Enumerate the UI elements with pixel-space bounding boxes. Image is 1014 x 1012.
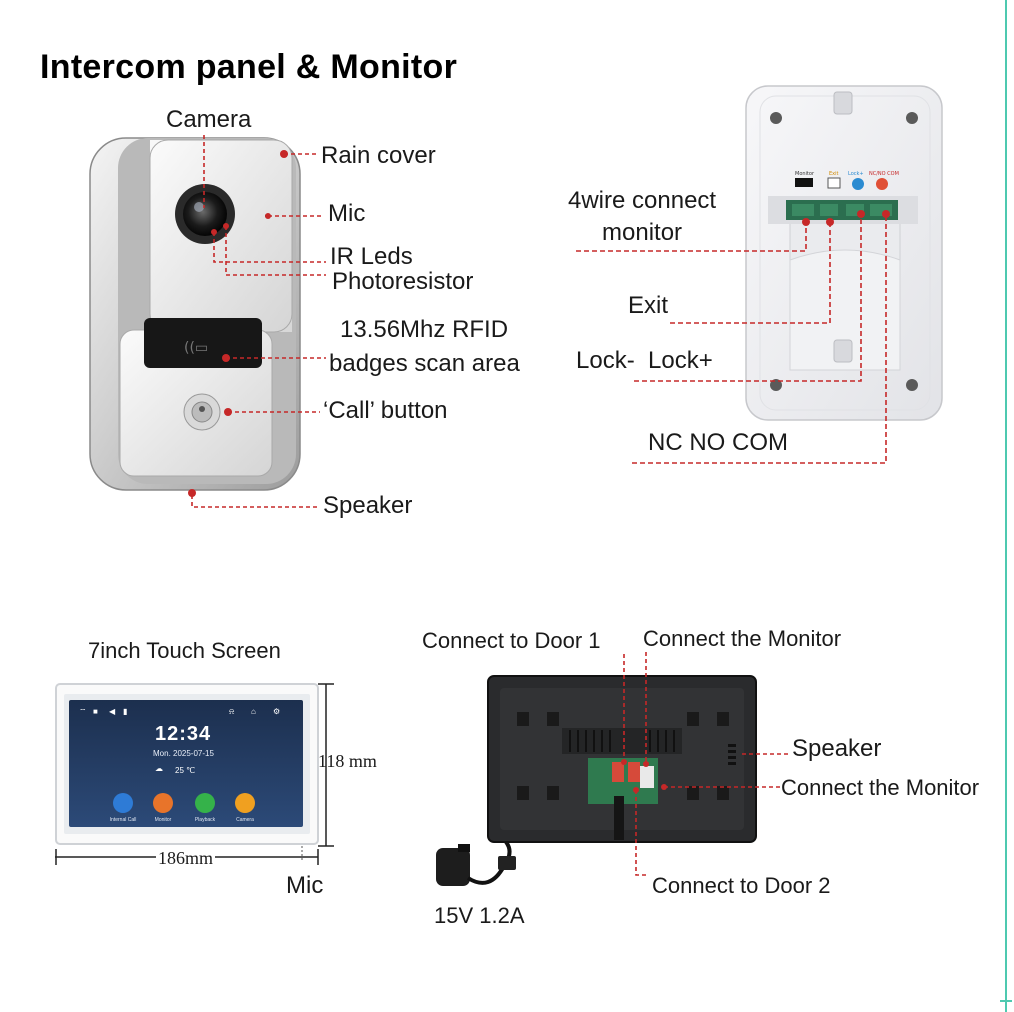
playback-app-icon[interactable] <box>195 793 215 813</box>
ir-leds-label: IR Leds <box>330 243 413 270</box>
lock-label: Lock- Lock+ <box>576 347 713 374</box>
volume-icon: ◀ <box>109 707 116 716</box>
app-label-camera: Camera <box>236 817 254 823</box>
bell-icon[interactable]: ⍾ <box>229 707 235 716</box>
connect-monitor-top-label: Connect the Monitor <box>643 626 842 651</box>
back-terminal-labels: Monitor Exit Lock+ NC/NO COM <box>795 171 899 177</box>
monitor-app-icon[interactable] <box>153 793 173 813</box>
svg-text:((▭: ((▭ <box>184 340 208 356</box>
card-icon: ▮ <box>123 707 128 716</box>
panel-leader-lines <box>191 135 326 508</box>
app-label-monitor: Monitor <box>154 817 172 823</box>
home-icon[interactable]: ⌂ <box>251 707 256 716</box>
terminal-exit-label: Exit <box>829 171 839 177</box>
mic-label: Mic <box>328 200 366 227</box>
back-leader-lines <box>576 214 887 464</box>
connect-monitor-label-line1: 4wire connect <box>568 187 717 214</box>
wifi-icon: ⌔ <box>79 707 87 716</box>
app-label-internal-call: Internal Call <box>109 817 137 823</box>
back-leader-dots <box>802 210 890 226</box>
rfid-label-line1: 13.56Mhz RFID <box>340 316 509 343</box>
power-adapter-icon <box>436 840 516 886</box>
status-square-icon: ■ <box>93 707 98 716</box>
rain-cover-label: Rain cover <box>321 142 436 169</box>
terminal-monitor-label: Monitor <box>795 171 815 177</box>
power-rating-label: 15V 1.2A <box>434 903 525 928</box>
connect-door2-label: Connect to Door 2 <box>652 873 831 898</box>
rfid-label-line2: badges scan area <box>329 350 520 377</box>
accent-dash <box>1000 1000 1012 1002</box>
width-dimension-label: 186mm <box>156 848 216 869</box>
screen-temperature: 25 ℃ <box>175 766 196 775</box>
connect-monitor-right-label: Connect the Monitor <box>781 775 980 800</box>
height-dimension-label: 118 mm <box>318 751 377 771</box>
page-title: Intercom panel & Monitor <box>40 48 458 86</box>
terminal-lock-label: Lock+ <box>848 171 864 177</box>
monitor-leader-lines <box>623 652 788 876</box>
connect-monitor-label-line2: monitor <box>602 219 683 246</box>
speaker-label: Speaker <box>323 492 413 519</box>
monitor-screen: ⌔ ■ ◀ ▮ ⍾ ⌂ ⚙ 12:34 Mon. 2025-07-15 ☁ 25… <box>69 700 303 827</box>
terminal-nc-label: NC/NO COM <box>869 171 899 177</box>
rfid-area-icon <box>144 318 262 368</box>
monitor-mic-label: Mic <box>286 872 324 899</box>
photoresistor-label: Photoresistor <box>332 268 474 295</box>
app-label-playback: Playback <box>194 817 216 823</box>
monitor-leader-dots <box>621 759 667 793</box>
monitor-back <box>487 675 757 843</box>
internal-call-app-icon[interactable] <box>113 793 133 813</box>
call-button-label: ‘Call’ button <box>323 397 448 424</box>
weather-icon: ☁ <box>155 764 163 773</box>
screen-clock: 12:34 <box>155 723 212 745</box>
back-plate <box>745 85 943 421</box>
accent-border <box>1005 0 1007 1012</box>
connect-door1-label: Connect to Door 1 <box>422 628 601 653</box>
monitor-speaker-label: Speaker <box>792 735 882 762</box>
camera-app-icon[interactable] <box>235 793 255 813</box>
panel-leader-dots <box>188 150 288 497</box>
touch-screen-label: 7inch Touch Screen <box>88 638 281 663</box>
exit-label: Exit <box>628 292 669 319</box>
screen-date: Mon. 2025-07-15 <box>153 749 214 758</box>
camera-label: Camera <box>166 106 252 133</box>
intercom-panel: ((▭ <box>89 137 301 491</box>
settings-icon[interactable]: ⚙ <box>273 707 281 716</box>
nc-no-com-label: NC NO COM <box>648 429 788 456</box>
